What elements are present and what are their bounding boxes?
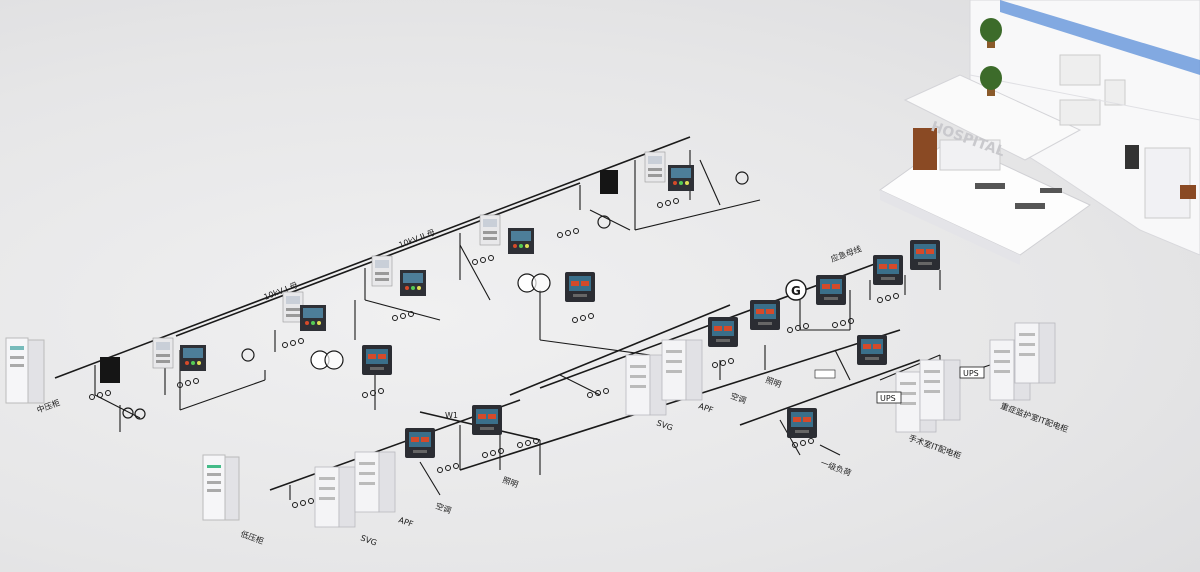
- mv-cabinet: [5, 337, 45, 404]
- first-level-load-label: 一级负荷: [819, 457, 852, 477]
- aircon-front-label: 空调: [434, 500, 452, 515]
- or-it-cabinet-2: [919, 359, 961, 421]
- transformer-2: [517, 273, 551, 293]
- protection-panel-4: [508, 228, 534, 254]
- protection-panel-2: [300, 305, 326, 331]
- meter-3: [472, 405, 502, 435]
- meter-5: [708, 317, 738, 347]
- icu-it-cabinet-2: [1014, 322, 1056, 384]
- relay-3: [371, 255, 393, 287]
- ups-3: [814, 369, 836, 379]
- aircon-back-label: 空调: [729, 390, 747, 405]
- relay-5: [644, 151, 666, 183]
- lighting-back-label: 照明: [764, 375, 782, 389]
- icu-it-cabinet-label: 重症监护室IT配电柜: [999, 400, 1069, 434]
- meter-10: [857, 335, 887, 365]
- lv-cabinet: [202, 454, 240, 521]
- feeders: [94, 150, 991, 501]
- svg-back-label: SVG: [655, 418, 674, 432]
- protection-panel-5: [668, 165, 694, 191]
- apf-cabinet-front: [354, 451, 396, 513]
- meter-6: [750, 300, 780, 330]
- ups-2-label: UPS: [963, 369, 979, 378]
- meter-9: [910, 240, 940, 270]
- black-relay-2: [600, 170, 618, 194]
- svg-cabinet-front: [314, 466, 356, 528]
- ups-1: UPS: [876, 391, 902, 404]
- plant-lower: [980, 66, 1002, 96]
- svg-cabinet-back: [625, 354, 667, 416]
- generator: G: [785, 279, 807, 301]
- lv-cabinet-label: 低压柜: [239, 528, 265, 546]
- transformer-3: [122, 171, 749, 420]
- hospital-building: HOSPITAL: [879, 0, 1200, 265]
- generator-label: G: [791, 284, 801, 298]
- meter-11: [787, 408, 817, 438]
- meter-1: [362, 345, 392, 375]
- meter-8: [873, 255, 903, 285]
- emergency-bus-label: 应急母线: [829, 244, 862, 264]
- plant-upper: [980, 18, 1002, 48]
- lighting-front-label: 照明: [501, 475, 519, 489]
- transformer-1: [310, 350, 344, 370]
- apf-back-label: APF: [697, 401, 714, 415]
- ups-1-label: UPS: [880, 394, 896, 403]
- relay-1: [152, 337, 174, 369]
- meter-2: [565, 272, 595, 302]
- svg-front-label: SVG: [359, 533, 378, 547]
- meter-7: [816, 275, 846, 305]
- apf-front-label: APF: [397, 515, 414, 529]
- meter-4: [405, 428, 435, 458]
- relay-4: [479, 214, 501, 246]
- protection-panel-3: [400, 270, 426, 296]
- wood-panel: [913, 128, 937, 170]
- protection-panel-1: [180, 345, 206, 371]
- ups-2: UPS: [959, 366, 985, 379]
- apf-cabinet-back: [661, 339, 703, 401]
- black-relay-1: [100, 357, 120, 383]
- or-it-cabinet-label: 手术室IT配电柜: [907, 432, 962, 460]
- w1-label: W1: [445, 411, 458, 420]
